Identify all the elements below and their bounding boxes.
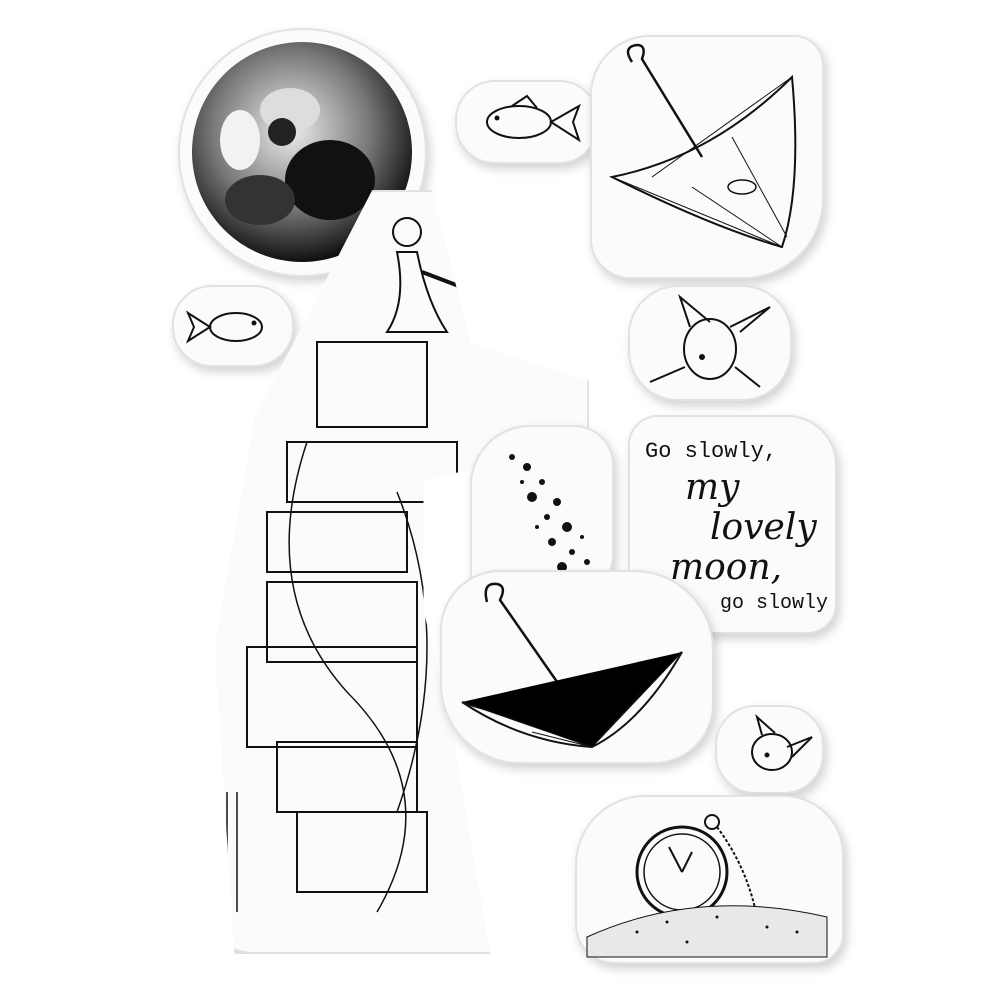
pocket-watch-stamp: [575, 795, 844, 964]
umbrella-icon: [461, 582, 683, 749]
quote-line-1: Go slowly,: [645, 439, 778, 464]
umbrella-bottom-stamp: [440, 570, 714, 764]
quote-line-3: lovely: [710, 507, 817, 548]
moon-stamp: [178, 28, 427, 277]
quote-line-2: my: [685, 467, 740, 508]
quote-line-4: moon,: [670, 547, 783, 588]
goldfish-top-stamp: [455, 80, 599, 164]
stars-icon: [509, 454, 590, 581]
fish-icon: [486, 94, 581, 143]
umbrella-top-stamp: [590, 35, 824, 279]
goldfish-right-stamp: [628, 285, 792, 401]
goldfish-left-stamp: [172, 285, 294, 367]
fish-icon: [649, 293, 771, 388]
quote-line-5: go slowly: [720, 592, 829, 615]
moon-icon: [192, 42, 412, 262]
umbrella-icon: [608, 43, 797, 249]
fish-icon: [185, 310, 263, 344]
fish-icon: [751, 713, 813, 771]
pocket-watch-icon: [586, 814, 828, 958]
goldfish-bottom-stamp: [715, 705, 824, 794]
quote-stamp: Go slowly, my lovely moon, go slowly: [628, 415, 837, 634]
